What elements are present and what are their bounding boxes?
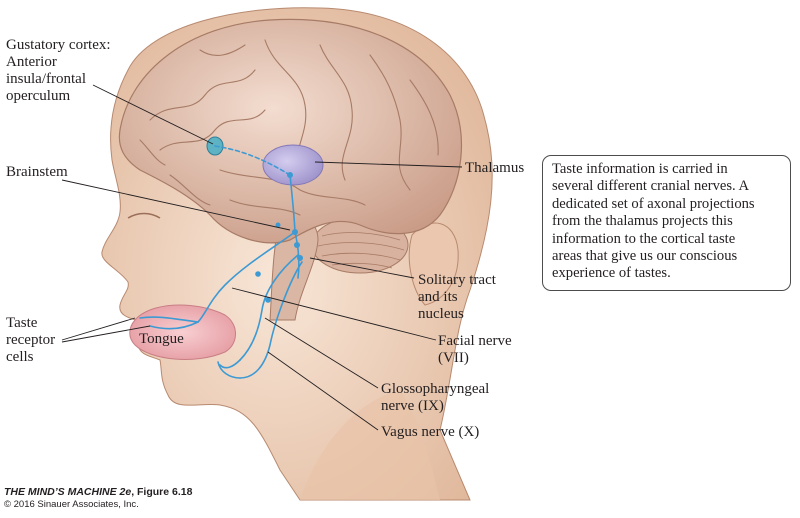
figure-credit: THE MIND’S MACHINE 2e, Figure 6.18 © 201… [4, 486, 192, 511]
label-solitary-tract-line: nucleus [418, 306, 464, 322]
info-box-line: areas that give us our conscious [552, 248, 738, 265]
credit-title: THE MIND’S MACHINE 2e, Figure 6.18 [4, 486, 192, 499]
neck [300, 390, 440, 500]
label-facial-nerve: Facial nerve (VII) [438, 333, 512, 367]
credit-figure-number: , Figure 6.18 [131, 486, 193, 498]
info-box-line: dedicated set of axonal projections [552, 195, 755, 212]
label-facial-nerve-line: (VII) [438, 350, 469, 366]
nerve-nodes [255, 172, 303, 303]
label-gustatory-cortex-line: Gustatory cortex: [6, 37, 111, 53]
label-solitary-tract-line: and its [418, 289, 458, 305]
label-taste-receptor-cells-line: Taste [6, 315, 38, 331]
label-gustatory-cortex: Gustatory cortex: Anterior insula/fronta… [6, 37, 111, 105]
label-gustatory-cortex-line: operculum [6, 88, 71, 104]
label-gustatory-cortex-line: Anterior [6, 54, 57, 70]
info-box-line: experience of tastes. [552, 265, 671, 282]
thalamus-shape [262, 144, 324, 186]
credit-copyright: © 2016 Sinauer Associates, Inc. [4, 499, 139, 510]
label-solitary-tract: Solitary tract and its nucleus [418, 272, 496, 323]
info-box-line: several different cranial nerves. A [552, 178, 750, 195]
cerebellum-folds [317, 232, 405, 269]
label-brainstem: Brainstem [6, 164, 68, 180]
label-taste-receptor-cells: Taste receptor cells [6, 315, 55, 366]
nerve-paths [139, 145, 303, 379]
info-box-line: from the thalamus projects this [552, 213, 733, 230]
cerebrum [118, 18, 463, 244]
info-box-line: information to the cortical taste [552, 230, 736, 247]
eye [127, 212, 161, 219]
label-glossopharyngeal-nerve-line: Glossopharyngeal [381, 381, 490, 397]
label-taste-receptor-cells-line: cells [6, 349, 34, 365]
label-glossopharyngeal-nerve-line: nerve (IX) [381, 398, 444, 414]
label-glossopharyngeal-nerve: Glossopharyngeal nerve (IX) [381, 381, 489, 415]
label-vagus-nerve: Vagus nerve (X) [381, 424, 480, 440]
gyri [139, 39, 439, 216]
ear [408, 222, 459, 306]
info-box-line: Taste information is carried in [552, 161, 728, 177]
leader-lines [61, 84, 463, 431]
label-taste-receptor-cells-line: receptor [6, 332, 56, 348]
label-thalamus: Thalamus [465, 160, 525, 176]
label-facial-nerve-line: Facial nerve [438, 333, 512, 349]
label-solitary-tract-line: Solitary tract [418, 272, 496, 288]
label-tongue: Tongue [139, 331, 184, 347]
info-box: Taste information is carried in several … [542, 155, 791, 291]
label-gustatory-cortex-line: insula/frontal [6, 71, 86, 87]
tongue-shape [129, 304, 236, 360]
credit-book-title: THE MIND’S MACHINE 2e [4, 486, 132, 498]
